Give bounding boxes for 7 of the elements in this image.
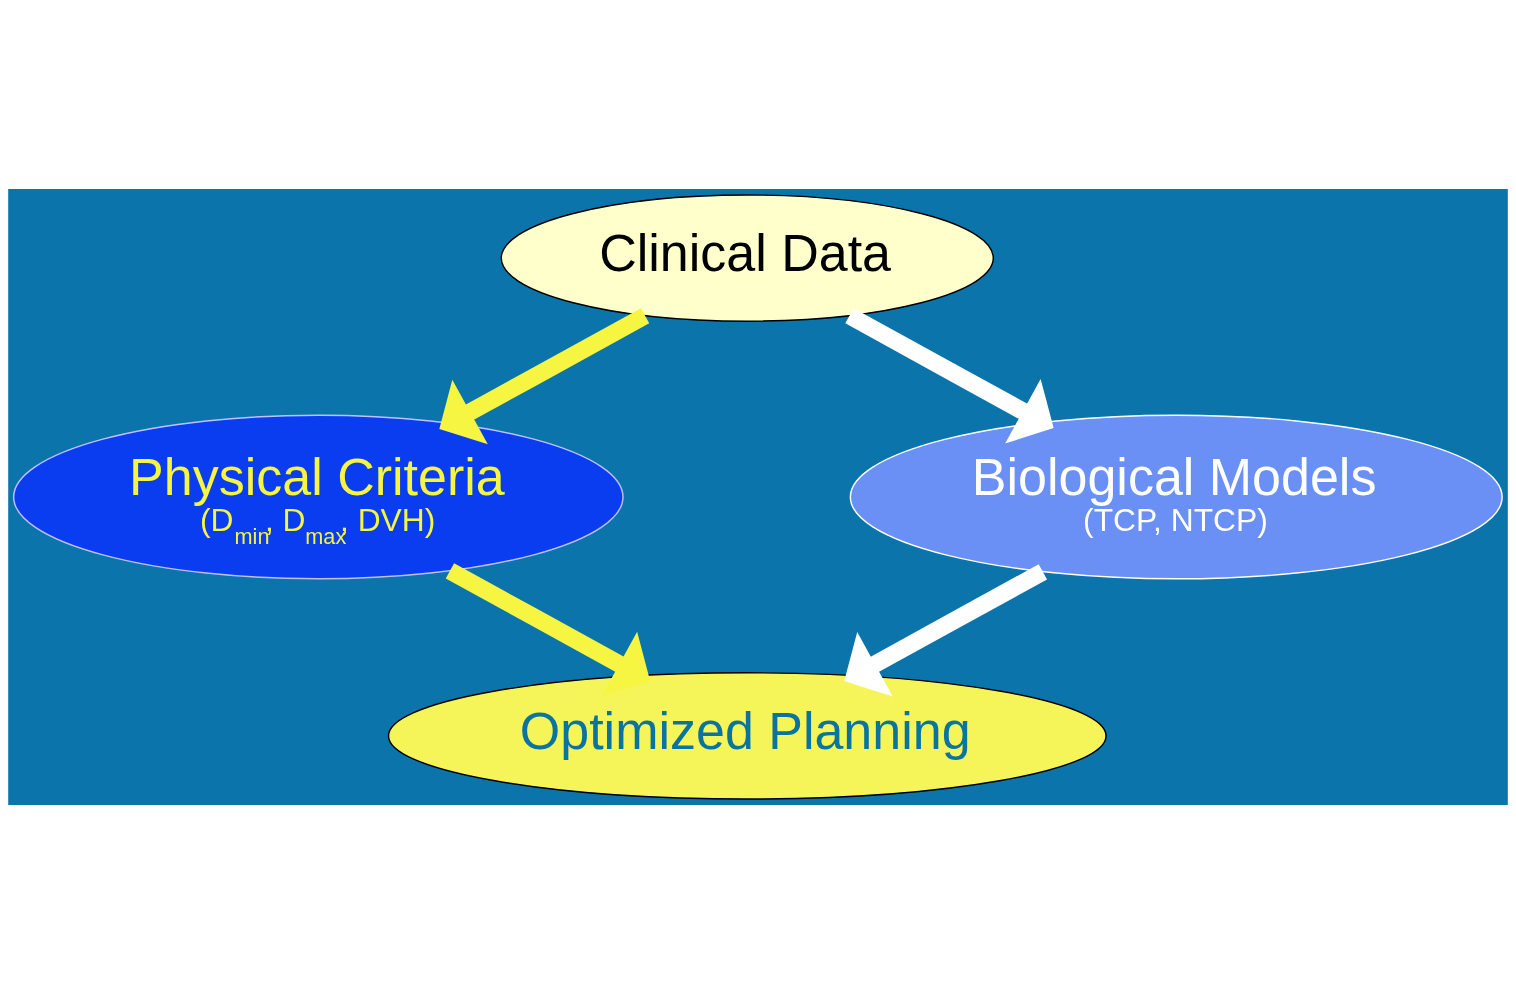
- node-ellipse: Clinical Data: [500, 193, 994, 322]
- node-ellipse: Optimized Planning: [387, 671, 1107, 800]
- node-ellipse: Biological Models (TCP, NTCP): [849, 413, 1503, 580]
- arrow: [445, 562, 651, 696]
- arrow: [845, 307, 1054, 443]
- arrow: [439, 307, 650, 444]
- arrow: [844, 563, 1048, 696]
